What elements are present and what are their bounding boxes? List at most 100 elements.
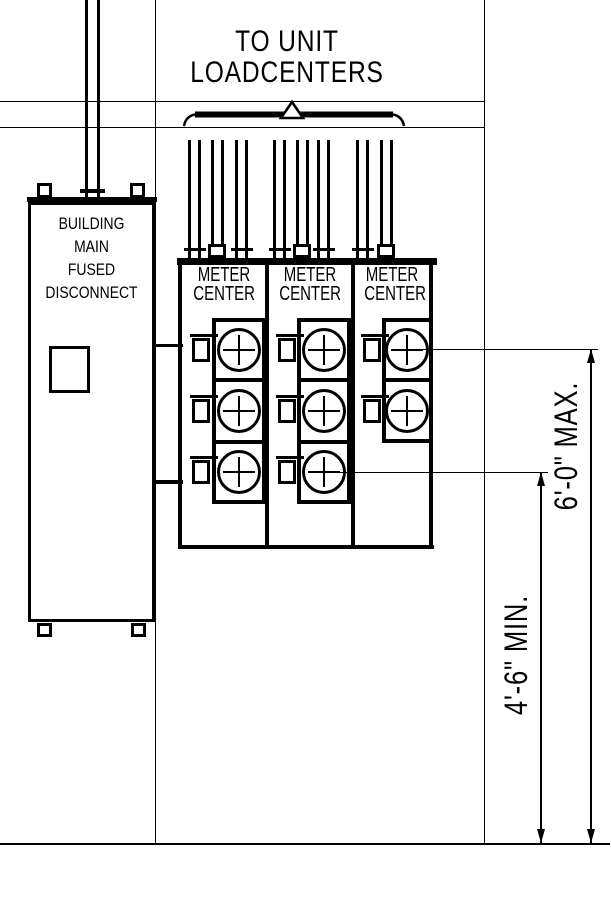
meter-center-label-line-1: METER	[365, 264, 419, 286]
disconnect-label-line-4: DISCONNECT	[45, 283, 138, 302]
breaker	[363, 399, 381, 423]
conduit-hub	[293, 244, 311, 258]
wall-line-right	[483, 0, 485, 844]
dim-min-line	[540, 472, 542, 843]
meter-stack-2-divider	[297, 440, 351, 444]
feeder-stub-top	[152, 344, 183, 347]
conduit-line	[366, 140, 369, 258]
meter-bank-top-bar	[177, 258, 437, 265]
service-conduit-line-right	[97, 0, 100, 197]
conduit-locknut	[184, 248, 206, 251]
breaker	[278, 460, 296, 484]
disconnect-label-line-2: MAIN	[74, 237, 109, 256]
meter-bank-separator-1	[265, 265, 269, 545]
conduit-hub	[377, 244, 395, 258]
disconnect-handle-window	[49, 346, 90, 393]
conduit-line	[235, 140, 238, 258]
breaker-tab	[361, 334, 389, 337]
meter-cross-v	[238, 396, 240, 426]
meter-cross-v	[323, 335, 325, 365]
disconnect-foot-right	[131, 623, 146, 637]
conduit-line	[380, 140, 383, 258]
dim-max-arrow-top	[587, 349, 595, 363]
ceiling-line-lower	[0, 127, 484, 128]
feeder-stub-bottom	[152, 480, 183, 484]
service-conduit-line-left	[85, 0, 88, 197]
conduit-line	[188, 140, 191, 258]
meter-cross-v	[238, 335, 240, 365]
title-line-1: TO UNIT	[235, 25, 339, 58]
disconnect-foot-left	[37, 623, 52, 637]
conduit-line	[273, 140, 276, 258]
dim-min-arrow-bottom	[537, 829, 545, 843]
conduit-hub	[208, 244, 226, 258]
conduit-locknut	[352, 248, 374, 251]
conduit-line	[245, 140, 248, 258]
meter-dial	[217, 450, 261, 494]
conduit-line	[306, 140, 309, 258]
dim-min-label: 4'-6" MIN.	[498, 594, 534, 716]
brace-annotation	[182, 99, 406, 127]
meter-dial	[385, 389, 429, 433]
meter-stack-3-divider	[382, 378, 433, 382]
meter-center-label-line-1: METER	[283, 264, 337, 286]
disconnect-enclosure	[28, 202, 155, 622]
breaker-tab	[190, 395, 218, 398]
disconnect-label-line-1: BUILDING	[58, 214, 125, 233]
conduit-line	[198, 140, 201, 258]
wall-line-left	[154, 0, 156, 844]
floor-line	[0, 843, 610, 845]
disconnect-lug-left	[37, 183, 52, 198]
breaker	[278, 399, 296, 423]
title-line-2: LOADCENTERS	[190, 56, 384, 89]
meter-bank-bottom-bar	[178, 545, 434, 549]
breaker	[192, 399, 210, 423]
dim-min-arrow-top	[537, 472, 545, 486]
conduit-line	[356, 140, 359, 258]
disconnect-lug-right	[130, 183, 145, 198]
conduit-line	[390, 140, 393, 258]
dim-max-label: 6'-0" MAX.	[548, 381, 584, 511]
conduit-locknut	[313, 248, 335, 251]
ceiling-line-upper	[0, 101, 484, 102]
conduit-line	[296, 140, 299, 258]
breaker	[192, 460, 210, 484]
meter-center-label-line-2: CENTER	[193, 283, 255, 305]
breaker	[192, 338, 210, 362]
conduit-line	[283, 140, 286, 258]
meter-cross-v	[406, 335, 408, 365]
meter-cross-v	[323, 396, 325, 426]
dim-min-extension-line	[324, 471, 548, 473]
breaker	[278, 338, 296, 362]
dim-max-extension-line	[408, 348, 598, 350]
meter-dial	[385, 328, 429, 372]
conduit-line	[327, 140, 330, 258]
meter-dial	[217, 328, 261, 372]
meter-dial	[302, 328, 346, 372]
meter-center-1-label: METER CENTER	[193, 264, 255, 305]
disconnect-label: BUILDING MAIN FUSED DISCONNECT	[42, 212, 141, 304]
breaker-tab	[361, 395, 389, 398]
service-conduit-coupling	[80, 189, 105, 193]
breaker-tab	[276, 334, 304, 337]
conduit-line	[211, 140, 214, 258]
meter-stack-2-divider	[297, 378, 351, 382]
meter-cross-v	[406, 396, 408, 426]
meter-bank-separator-2	[351, 265, 355, 545]
disconnect-top-bar	[27, 197, 157, 202]
conduit-locknut	[231, 248, 253, 251]
dim-max-line	[590, 349, 592, 843]
conduit-locknut	[269, 248, 291, 251]
conduit-line	[221, 140, 224, 258]
meter-cross-v	[238, 457, 240, 487]
breaker-tab	[190, 456, 218, 459]
meter-center-label-line-2: CENTER	[279, 283, 341, 305]
conduit-line	[317, 140, 320, 258]
meter-dial	[302, 389, 346, 433]
meter-stack-1-divider	[212, 378, 266, 382]
meter-center-label-line-1: METER	[197, 264, 251, 286]
breaker-tab	[276, 456, 304, 459]
meter-center-3-label: METER CENTER	[364, 264, 426, 304]
dim-max-arrow-bottom	[587, 829, 595, 843]
